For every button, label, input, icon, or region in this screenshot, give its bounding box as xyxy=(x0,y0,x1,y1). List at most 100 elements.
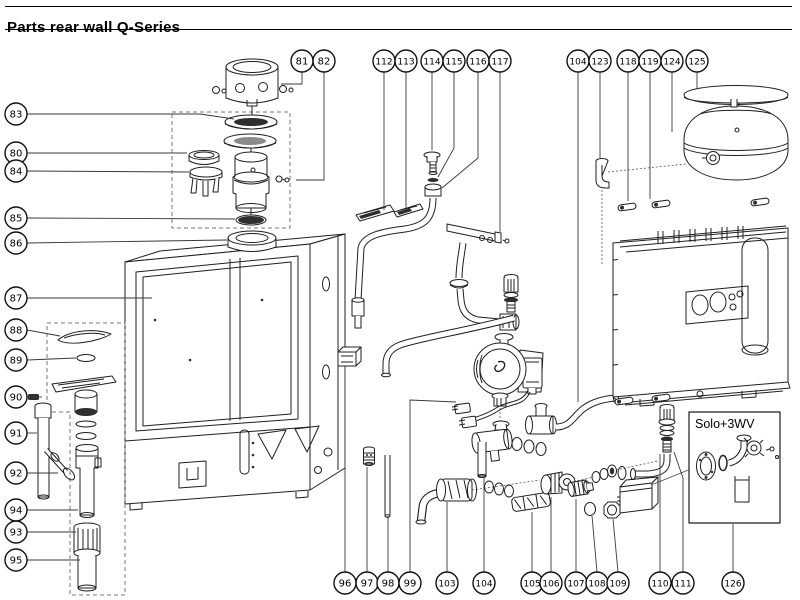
callout-104a: 104 xyxy=(566,49,590,402)
svg-text:108: 108 xyxy=(588,579,605,589)
callout-124: 124 xyxy=(660,49,684,132)
svg-text:111: 111 xyxy=(674,579,691,589)
svg-text:109: 109 xyxy=(609,579,626,589)
seal-ring-115 xyxy=(427,178,439,182)
svg-text:126: 126 xyxy=(724,579,741,589)
inset-o-ring xyxy=(718,454,728,472)
condensate-pipe-group xyxy=(28,394,76,500)
flue-collar-86 xyxy=(227,230,277,252)
trap-ring-a xyxy=(75,420,97,428)
washer xyxy=(591,471,601,483)
svg-text:118: 118 xyxy=(619,57,636,67)
seal-oval-89 xyxy=(76,354,96,362)
callout-106: 106 xyxy=(539,497,563,595)
callout-80: 80 xyxy=(4,141,187,165)
callout-115: 115 xyxy=(437,49,466,178)
callout-118: 118 xyxy=(616,49,640,201)
svg-text:90: 90 xyxy=(10,392,23,403)
svg-text:93: 93 xyxy=(10,527,23,538)
callout-83: 83 xyxy=(4,102,235,126)
drain-hose-98 xyxy=(384,455,391,518)
svg-text:117: 117 xyxy=(491,57,508,67)
clip-box-96 xyxy=(337,346,362,367)
svg-text:82: 82 xyxy=(318,56,331,67)
title-underline xyxy=(5,29,792,30)
svg-text:96: 96 xyxy=(339,578,352,589)
flue-adapter-assembly xyxy=(171,58,294,252)
deflector-blade-88 xyxy=(57,330,112,344)
pump-assembly xyxy=(451,333,544,429)
callout-86: 86 xyxy=(4,231,228,255)
spring-cartridge-107 xyxy=(567,479,594,497)
svg-text:114: 114 xyxy=(423,57,440,67)
callout-114: 114 xyxy=(420,49,444,150)
rear-wall-panel xyxy=(124,233,346,511)
support-bracket-117 xyxy=(446,223,510,244)
page-title: Parts rear wall Q-Series xyxy=(7,19,181,37)
svg-text:110: 110 xyxy=(651,579,668,589)
elbow-103 xyxy=(415,478,477,525)
svg-text:119: 119 xyxy=(641,57,658,67)
svg-text:85: 85 xyxy=(10,213,23,224)
svg-text:106: 106 xyxy=(542,579,559,589)
svg-text:91: 91 xyxy=(10,428,23,439)
callout-125: 125 xyxy=(685,49,709,88)
hydraulic-line xyxy=(415,460,659,525)
flue-bracket xyxy=(189,166,223,197)
callout-126: 126 xyxy=(721,524,745,595)
washer xyxy=(599,468,609,480)
callout-123: 123 xyxy=(588,49,612,158)
callout-116: 116 xyxy=(441,49,490,189)
callout-93: 93 xyxy=(4,520,76,544)
callout-94: 94 xyxy=(4,498,78,522)
callout-95: 95 xyxy=(4,548,80,572)
svg-text:113: 113 xyxy=(397,57,414,67)
valve-actuator-box xyxy=(617,476,659,514)
svg-text:124: 124 xyxy=(663,57,680,67)
mounting-brackets xyxy=(355,203,424,222)
o-ring xyxy=(523,439,535,454)
sensor-97 xyxy=(363,446,375,466)
svg-text:95: 95 xyxy=(10,555,23,566)
svg-text:112: 112 xyxy=(375,57,392,67)
callout-119: 119 xyxy=(638,49,662,199)
o-ring xyxy=(494,482,504,496)
fill-fitting-stack xyxy=(617,404,676,480)
callout-96: 96 xyxy=(333,366,357,595)
svg-text:125: 125 xyxy=(688,57,705,67)
callout-84: 84 xyxy=(4,159,190,183)
supply-pipe-long xyxy=(381,314,515,378)
pipe-flange-116 xyxy=(424,183,442,197)
condensate-pipe-91 xyxy=(34,402,76,500)
valve-stub-pipe xyxy=(477,442,487,478)
svg-text:103: 103 xyxy=(438,579,455,589)
drain-valve-114 xyxy=(423,151,441,175)
o-ring-108 xyxy=(584,502,596,516)
callout-92: 92 xyxy=(4,461,58,485)
callout-87: 87 xyxy=(4,286,152,310)
callout-110: 110 xyxy=(648,454,672,595)
svg-text:94: 94 xyxy=(10,505,23,516)
svg-text:80: 80 xyxy=(10,148,23,159)
svg-text:92: 92 xyxy=(10,468,23,479)
washer-dark xyxy=(607,464,617,478)
callout-117: 117 xyxy=(488,49,512,232)
svg-text:115: 115 xyxy=(445,57,462,67)
svg-text:98: 98 xyxy=(382,578,395,589)
top-rule xyxy=(5,6,792,7)
flue-cap xyxy=(212,58,294,116)
o-ring xyxy=(535,442,547,456)
filter-sleeve-105 xyxy=(511,492,551,512)
svg-text:87: 87 xyxy=(10,293,23,304)
o-ring xyxy=(484,480,494,494)
siphon-cylinder-93-95 xyxy=(73,522,101,592)
siphon-group xyxy=(46,322,126,596)
callout-90: 90 xyxy=(4,385,42,409)
callout-85: 85 xyxy=(4,206,236,230)
svg-text:123: 123 xyxy=(591,57,608,67)
flue-gasket-rings xyxy=(223,114,278,152)
pump-cable xyxy=(451,389,531,429)
trap-bracket xyxy=(51,375,117,416)
